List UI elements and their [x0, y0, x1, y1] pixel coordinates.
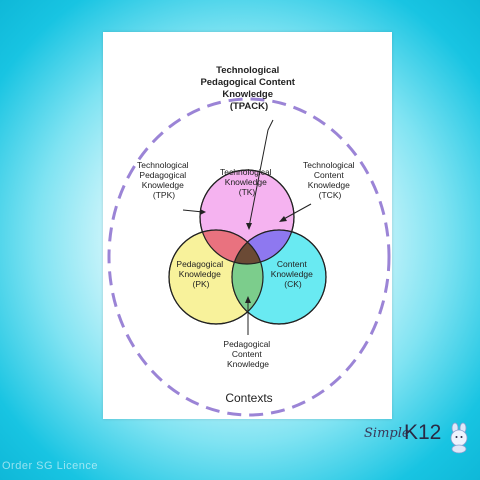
watermark-text: Order SG Licence: [2, 460, 99, 472]
ck-label: Content Knowledge (CK): [271, 259, 315, 289]
logo-simple-text: Simple: [364, 426, 410, 441]
tpack-pointer: [248, 119, 274, 228]
logo-mascot-icon: [450, 422, 468, 454]
tck-pointer: [281, 203, 312, 221]
tpack-label: Technological Pedagogical Content Knowle…: [200, 65, 297, 112]
simplek12-logo: Simple K12: [360, 418, 478, 462]
tpack-venn-diagram: Technological Pedagogical Content Knowle…: [107, 65, 391, 417]
contexts-ellipse: [107, 97, 391, 417]
tpack-overlap: [232, 230, 263, 264]
pk-label: Pedagogical Knowledge (PK): [176, 259, 225, 289]
diagram-card: Technological Pedagogical Content Knowle…: [103, 32, 392, 419]
logo-k12-text: K12: [404, 421, 442, 444]
tpk-label: Technological Pedagogical Knowledge (TPK…: [137, 160, 191, 200]
tpk-pointer: [182, 209, 204, 213]
tk-label: Technological Knowledge (TK): [220, 167, 274, 197]
contexts-label: Contexts: [225, 391, 272, 405]
tck-label: Technological Content Knowledge (TCK): [303, 160, 357, 200]
pck-label: Pedagogical Content Knowledge: [223, 339, 272, 369]
